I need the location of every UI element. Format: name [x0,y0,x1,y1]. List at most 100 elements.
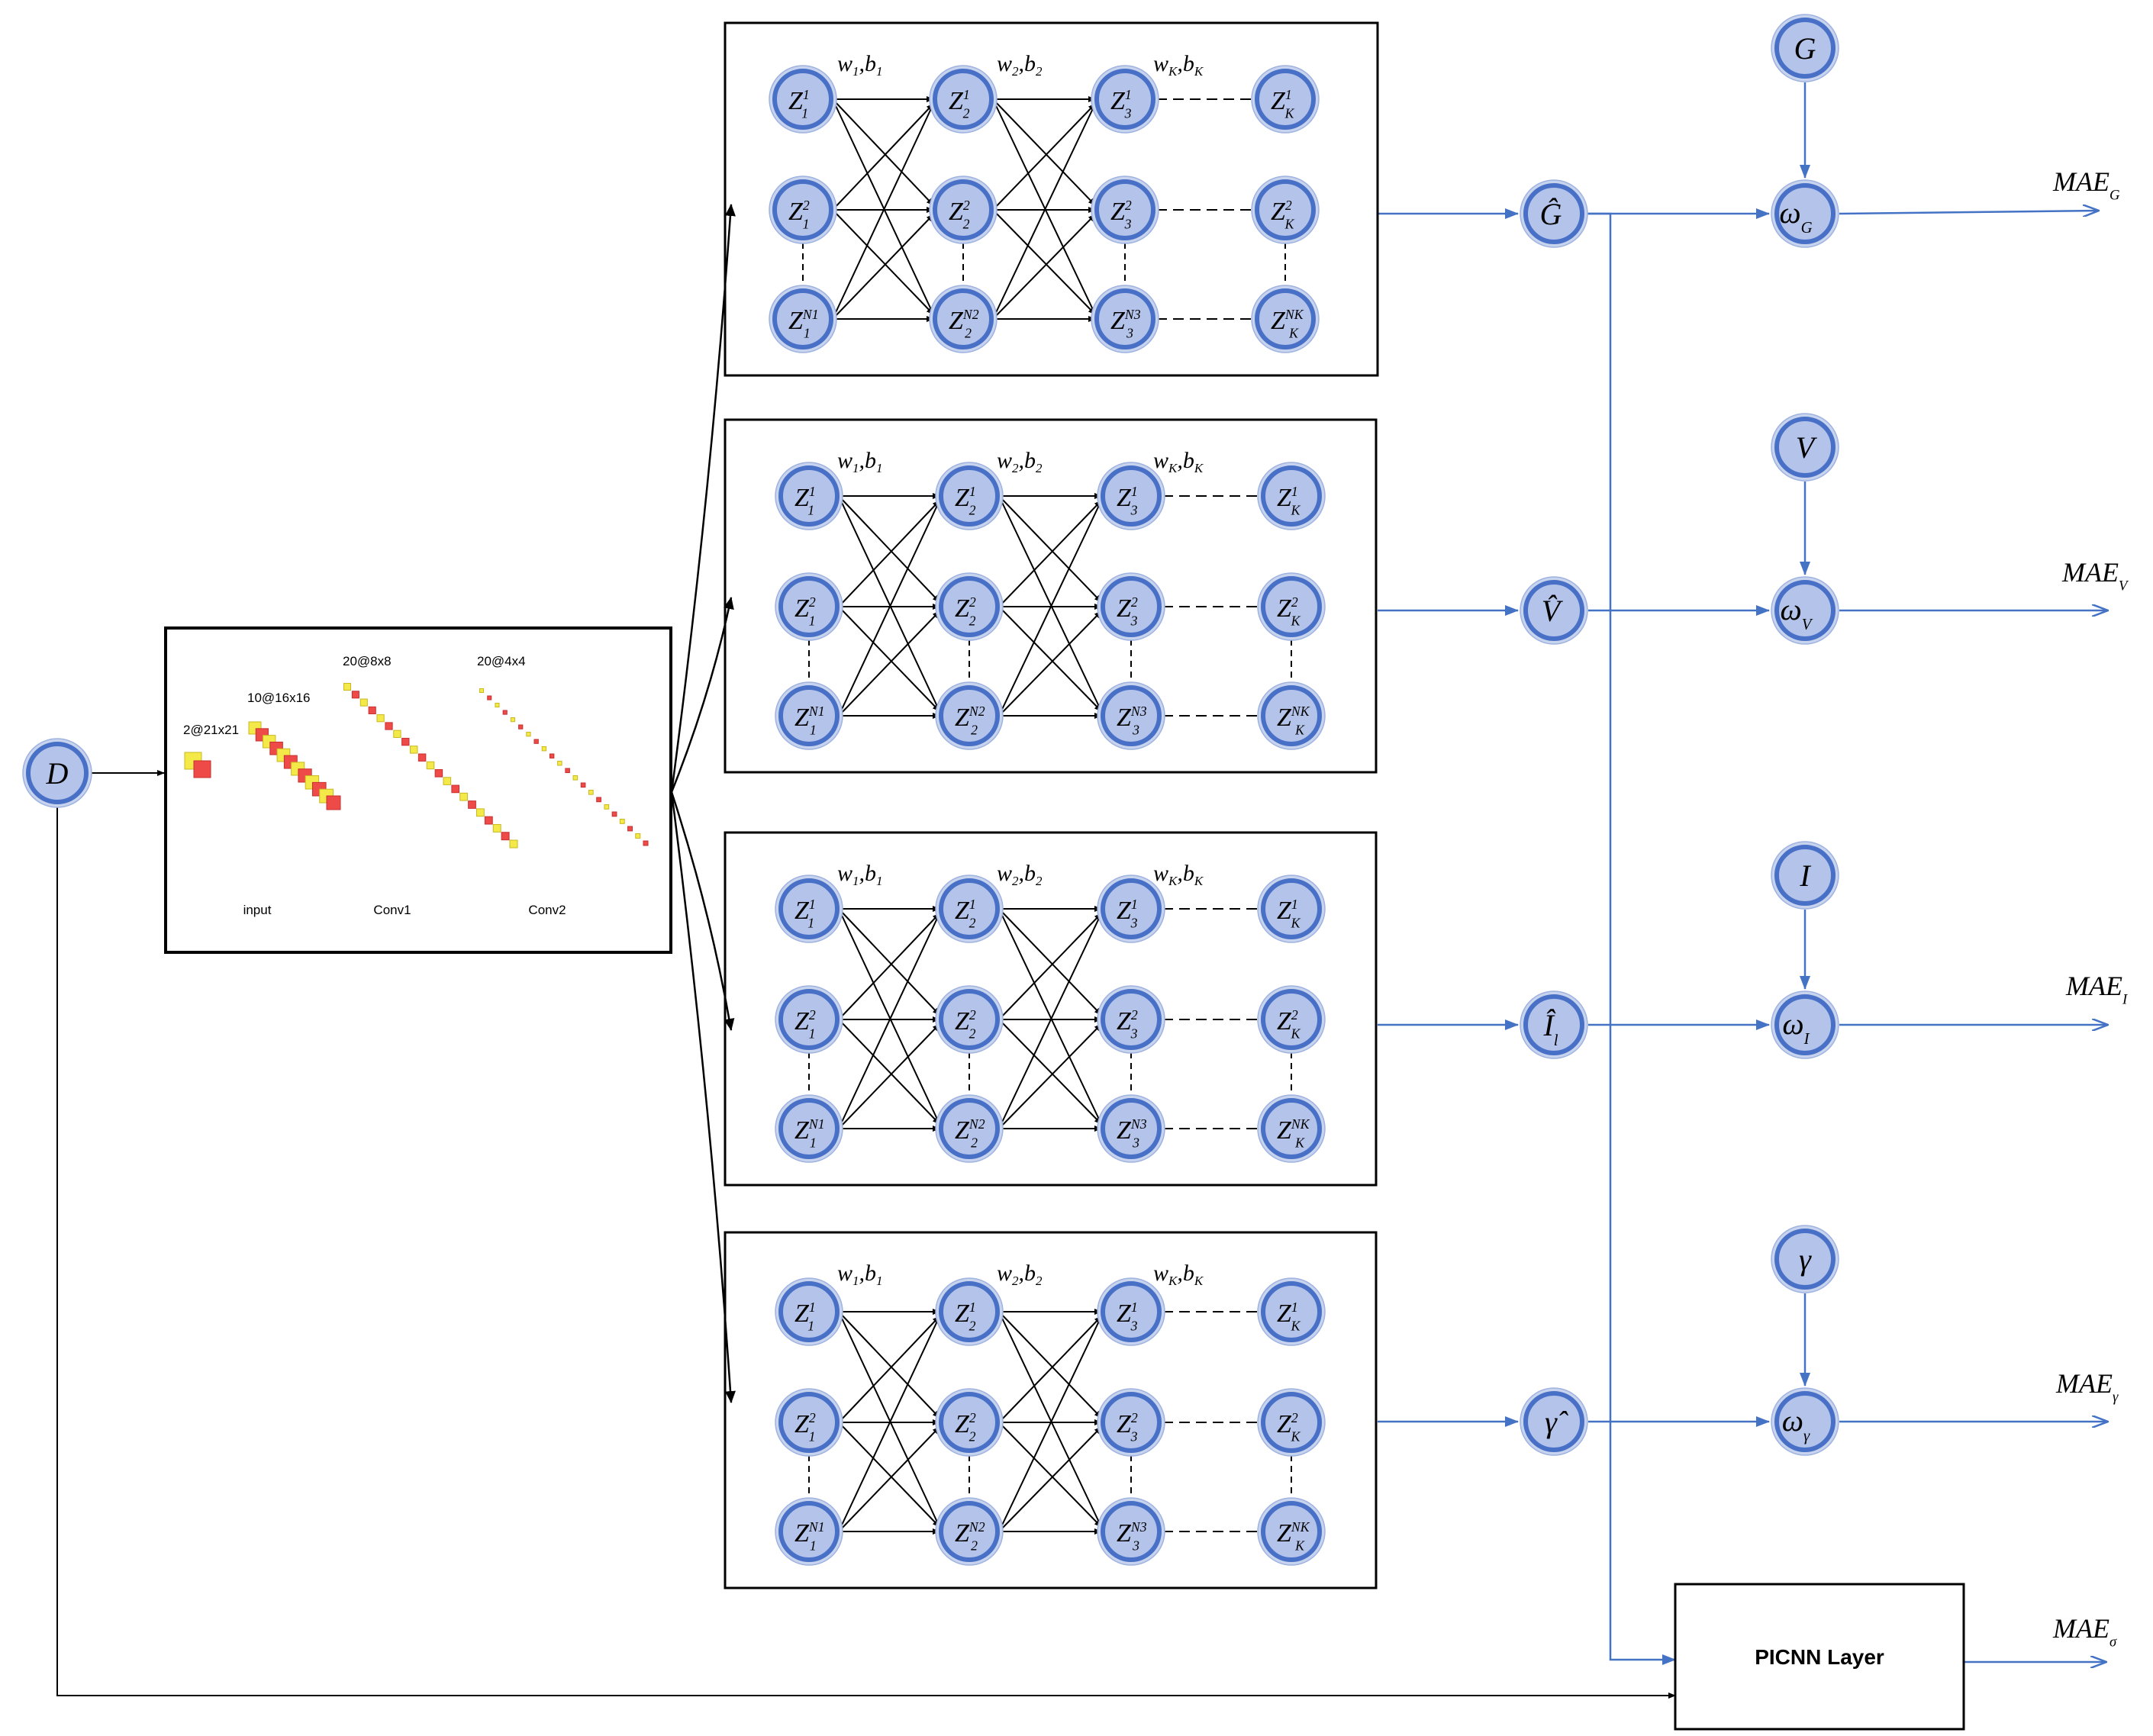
arrow-weight-to-mae [1839,211,2099,214]
fc-connection-arrow [838,1426,940,1532]
loss-weight-label-sub: V [1802,616,1813,633]
neuron-label-base: Z [794,1007,810,1035]
bias-symbol: b [1024,861,1036,886]
fc-connection-arrow [998,1311,1102,1528]
neuron-label-sub: 1 [807,503,814,518]
neuron-label-sup: 1 [969,897,976,912]
picnn-layer-label: PICNN Layer [1755,1645,1884,1669]
neuron-label-sub: 2 [971,1538,978,1554]
cnn-box [164,626,672,954]
loss-weight-node [1774,580,1836,641]
neuron-label: Z2 1 [794,1007,816,1042]
neuron-node [778,989,840,1050]
prediction-label: Îl [1542,1008,1558,1049]
neuron-label-sub: K [1291,503,1301,518]
bias-symbol: b [865,1261,876,1286]
weight-subscript: K [1168,1274,1178,1288]
prediction-label-base: Î [1542,1008,1555,1042]
neuron-label-base: Z [1277,1519,1292,1548]
weight-bias-label: w2,b2 [997,1261,1043,1288]
feature-map-square [604,804,610,810]
mae-label-base: MAE [2052,166,2109,197]
weight-symbol: w [837,51,852,76]
bias-subscript: K [1194,874,1204,888]
fc-connection-arrow [838,1019,940,1125]
neuron-node [1101,1098,1162,1159]
feature-map-square [611,811,617,817]
neuron-label-sub: K [1288,326,1299,341]
neuron-label-sub: 2 [969,503,976,518]
prediction-node [1523,183,1584,244]
neuron-label-sup: 2 [809,1007,816,1023]
neuron-label-sup: 1 [809,897,815,912]
weight-subscript: 1 [852,461,859,475]
neuron-label-sup: 2 [969,1410,976,1425]
feature-map-square [510,717,516,723]
neuron-label-sup: 2 [1291,1410,1298,1425]
connector-layer [56,82,2108,1699]
loss-weight-node [1774,994,1836,1055]
neuron-label-sub: 1 [809,1026,816,1042]
neuron-label-base: Z [955,1007,970,1035]
fc-connection-arrow [992,209,1096,315]
neuron-node [1261,1098,1322,1159]
neuron-label-sub: K [1291,614,1301,629]
neuron-node [778,1098,840,1159]
fc-connection-arrow [838,1311,940,1419]
neuron-label-sup: N3 [1130,704,1147,719]
neuron-label-sub: K [1294,1135,1305,1151]
trunk-to-picnn [1584,212,1676,1665]
neuron-label-base: Z [1117,594,1132,623]
neuron-label-base: Z [955,1410,970,1438]
bias-subscript: K [1194,1274,1204,1288]
feature-map-square [193,760,211,778]
neuron-label-sub: 3 [1130,1319,1138,1334]
weight-subscript: 1 [852,64,859,79]
mae-label: MAEV [2061,557,2129,594]
weight-comma: , [859,51,865,76]
weight-bias-label: w1,b1 [837,1261,883,1288]
neuron-label-sub: 1 [809,1429,816,1445]
neuron-label-sup: 1 [1125,87,1132,102]
loss-weight-label-base: ω [1782,1006,1803,1041]
loss-weight-label-sub: γ [1803,1427,1810,1445]
neuron-label-sub: 3 [1130,614,1138,629]
neuron-label-sup: 2 [809,594,816,610]
neuron-label-base: Z [1277,1007,1292,1035]
fc-connection-arrow [998,1422,1102,1528]
weight-symbol: w [837,1261,852,1286]
neuron-label-sub: 1 [807,916,814,931]
prediction-label: V̂ [1542,594,1564,628]
neuron-label-sup: N2 [969,704,985,719]
feature-map-square [443,777,452,785]
neuron-label-sub: 1 [810,723,817,738]
bias-subscript: 1 [876,461,883,475]
cnn-layer-size-label: 10@16x16 [247,691,311,705]
neuron-node [939,576,1000,637]
neuron-label-sup: 1 [969,1300,976,1315]
weight-symbol: w [997,51,1012,76]
neuron-label-sup: N2 [969,1116,985,1132]
mae-label-base: MAE [2065,971,2122,1001]
cnn-caption: Conv1 [373,903,411,917]
prediction-label: Ĝ [1540,197,1562,231]
neuron-node [778,685,840,746]
neuron-node [933,288,994,349]
neuron-label-base: Z [949,87,964,115]
mae-label: MAEI [2065,971,2128,1008]
neuron-label-sub: K [1291,916,1301,931]
neuron-node [1261,878,1322,939]
neuron-label-sup: 2 [1291,1007,1298,1023]
prediction-node [1523,1391,1584,1452]
neuron-label-sup: 1 [969,484,976,499]
